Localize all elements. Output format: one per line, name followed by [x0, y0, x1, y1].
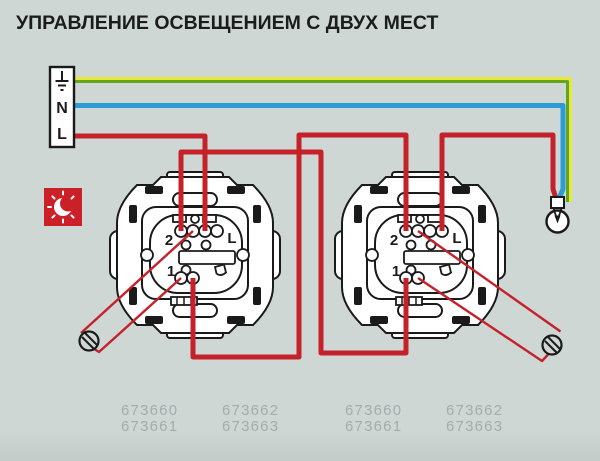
switch2-terminal-screw-lead-top [417, 230, 562, 333]
screw-head-icon-right [541, 334, 563, 356]
switch2-terminal-1-label: 1 [392, 263, 400, 280]
neutral-terminal-label: N [56, 100, 68, 117]
page-title: УПРАВЛЕНИЕ ОСВЕЩЕНИЕМ С ДВУХ МЕСТ [16, 12, 439, 34]
catalog-numbers-column-4: 673662 673663 [446, 403, 503, 434]
catalog-number: 673660 [345, 402, 403, 419]
earth-wire-green-stripe [74, 80, 569, 202]
traveler-wire-1 [178, 149, 409, 356]
lamp-wire [439, 132, 559, 231]
neutral-wire [74, 103, 566, 201]
earth-icon [55, 71, 69, 91]
catalog-number: 673661 [345, 417, 403, 435]
catalog-number: 673663 [222, 417, 280, 435]
traveler-wire-2 [190, 132, 409, 360]
switch-mechanism-1: 2 1 L [109, 171, 281, 339]
catalog-number: 673660 [121, 402, 179, 419]
catalog-numbers-column-1: 673660 673661 [121, 403, 178, 434]
switch-mechanism-2: 2 1 L [334, 171, 506, 339]
catalog-number: 673663 [446, 417, 504, 435]
switch1-terminal-screw-lead-top [80, 230, 194, 334]
catalog-numbers-column-2: 673662 673663 [222, 403, 279, 434]
catalog-number: 673662 [222, 402, 280, 419]
live-wire-to-switch1 [74, 133, 208, 231]
switch2-terminal-l-label: L [452, 230, 461, 247]
switch1-terminal-screw-lead-bottom [92, 277, 182, 354]
catalog-number: 673661 [121, 417, 179, 435]
switch1-terminal-2-label: 2 [165, 232, 173, 249]
night-light-icon [44, 188, 82, 226]
live-terminal-label: L [57, 126, 67, 143]
earth-wire-yellow [74, 77, 572, 202]
catalog-number: 673662 [446, 402, 504, 419]
switch2-terminal-screw-lead-bottom [417, 277, 550, 363]
screw-head-icon-left [78, 330, 100, 352]
supply-terminal-block: N L [48, 65, 76, 149]
switch1-terminal-1-label: 1 [167, 263, 175, 280]
switch2-terminal-2-label: 2 [390, 232, 398, 249]
catalog-numbers-column-3: 673660 673661 [345, 403, 402, 434]
lamp-icon [545, 196, 570, 234]
switch1-terminal-l-label: L [227, 230, 236, 247]
